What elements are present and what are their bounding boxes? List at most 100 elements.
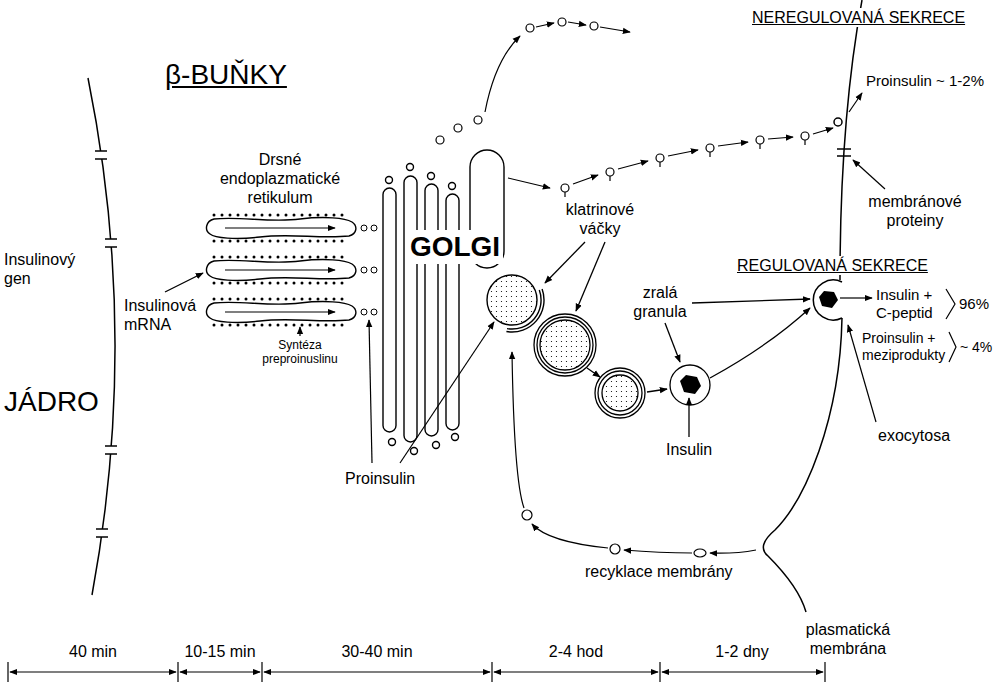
secretion-arrows	[849, 93, 862, 112]
golgi-vesicles	[568, 22, 586, 25]
nuclear-envelope	[105, 246, 117, 248]
time-span: 1-2 dny	[715, 642, 768, 661]
mrna-arrow	[165, 273, 203, 292]
secretion-value: Proinsulin ~ 1-2%	[866, 72, 984, 90]
constitutive-vesicles	[573, 175, 598, 184]
secretory-granules	[534, 314, 596, 376]
golgi-apparatus	[404, 176, 417, 442]
insulin-crystal	[819, 291, 838, 308]
constitutive-vesicles	[564, 192, 565, 197]
constitutive-vesicles	[801, 132, 809, 140]
percentage-value: 96%	[959, 295, 989, 313]
product-label: Proinsulin + meziprodukty	[862, 330, 950, 364]
golgi-apparatus	[425, 184, 438, 436]
membrane-recycling	[710, 550, 756, 553]
leader-lines	[369, 320, 372, 463]
time-span: 40 min	[69, 642, 117, 661]
golgi-apparatus	[407, 164, 414, 171]
constitutive-vesicles	[804, 140, 805, 145]
golgi-apparatus	[449, 183, 456, 190]
molecule-label: Insulin	[666, 440, 712, 459]
diagram-title: β-BUŇKY	[165, 58, 287, 92]
constitutive-vesicles	[656, 154, 664, 162]
golgi-apparatus	[506, 289, 544, 332]
golgi-apparatus	[411, 448, 418, 455]
plasma-membrane	[763, 318, 842, 612]
secretory-granules	[665, 323, 680, 362]
golgi-vesicles	[436, 18, 630, 144]
time-span: 10-15 min	[184, 642, 255, 661]
organelle-label: Drsné endoplazmatické retikulum	[215, 150, 345, 207]
constitutive-vesicles	[606, 168, 614, 176]
rough-er	[207, 257, 377, 283]
timeline	[10, 671, 176, 672]
mrna-label: Insulinová mRNA	[124, 296, 204, 334]
golgi-vesicles	[600, 27, 630, 32]
nuclear-envelope	[96, 536, 108, 538]
golgi-vesicles	[474, 116, 482, 124]
timeline	[264, 671, 490, 672]
golgi-apparatus	[487, 275, 537, 325]
membrane-recycling	[522, 510, 532, 520]
rough-er	[207, 299, 377, 325]
gene-label: Insulinový gen	[4, 250, 89, 288]
golgi-vesicles	[536, 23, 554, 27]
nuclear-envelope	[88, 78, 117, 595]
golgi-apparatus	[452, 434, 459, 441]
plasma-membrane	[834, 118, 842, 126]
nuclear-envelope	[105, 446, 117, 454]
secretory-granules	[598, 371, 642, 415]
golgi-vesicles	[526, 24, 534, 32]
secretory-granules	[587, 368, 600, 377]
nuclear-envelope	[105, 239, 117, 247]
membrane-recycling	[512, 352, 524, 508]
section-heading: NEREGULOVANÁ SEKRECE	[749, 8, 968, 27]
secretory-granules	[576, 242, 605, 311]
secretory-granules	[647, 389, 667, 392]
timeline	[180, 671, 260, 672]
product-label: Insulin + C-peptid	[876, 286, 942, 322]
nuclear-envelope	[105, 445, 117, 447]
membrane-recycling	[610, 544, 620, 554]
rough-er	[207, 215, 377, 241]
nuclear-envelope	[105, 238, 117, 240]
golgi-vesicles	[454, 124, 462, 132]
constitutive-vesicles	[561, 184, 569, 192]
golgi-apparatus	[389, 439, 396, 446]
leader-line	[299, 327, 300, 336]
timeline	[261, 662, 262, 682]
nuclear-envelope	[95, 158, 107, 160]
golgi-apparatus	[383, 150, 544, 455]
time-span: 30-40 min	[341, 642, 412, 661]
golgi-vesicles	[590, 22, 598, 30]
time-span: 2-4 hod	[549, 642, 603, 661]
timeline	[662, 671, 823, 672]
constitutive-vesicles	[618, 161, 648, 169]
secretion-arrows	[949, 332, 956, 362]
secretory-granules	[602, 375, 638, 411]
constitutive-vesicles	[659, 162, 660, 167]
membrane-recycling	[532, 524, 608, 548]
golgi-vesicles	[485, 36, 520, 112]
rough-er	[207, 215, 377, 325]
membrane-recycling	[624, 550, 692, 553]
constitutive-vesicles	[709, 152, 710, 157]
timeline	[491, 662, 492, 682]
granule-label: zralá granula	[625, 283, 695, 321]
nuclear-envelope	[96, 529, 108, 537]
process-note: Syntéza preproinuslinu	[254, 338, 346, 366]
golgi-apparatus	[428, 173, 435, 180]
leader-lines	[400, 322, 494, 463]
timeline	[494, 671, 658, 672]
membrane-label: plasmatická membrána	[800, 620, 896, 658]
nuclear-envelope	[105, 453, 117, 455]
timeline	[659, 662, 660, 682]
organelle-label: GOLGI	[407, 230, 503, 264]
nuclear-envelope	[95, 151, 107, 159]
nuclear-envelope	[88, 78, 115, 595]
constitutive-vesicles	[609, 176, 610, 181]
constitutive-vesicles	[768, 137, 793, 139]
section-heading: REGULOVANÁ SEKRECE	[734, 256, 931, 275]
